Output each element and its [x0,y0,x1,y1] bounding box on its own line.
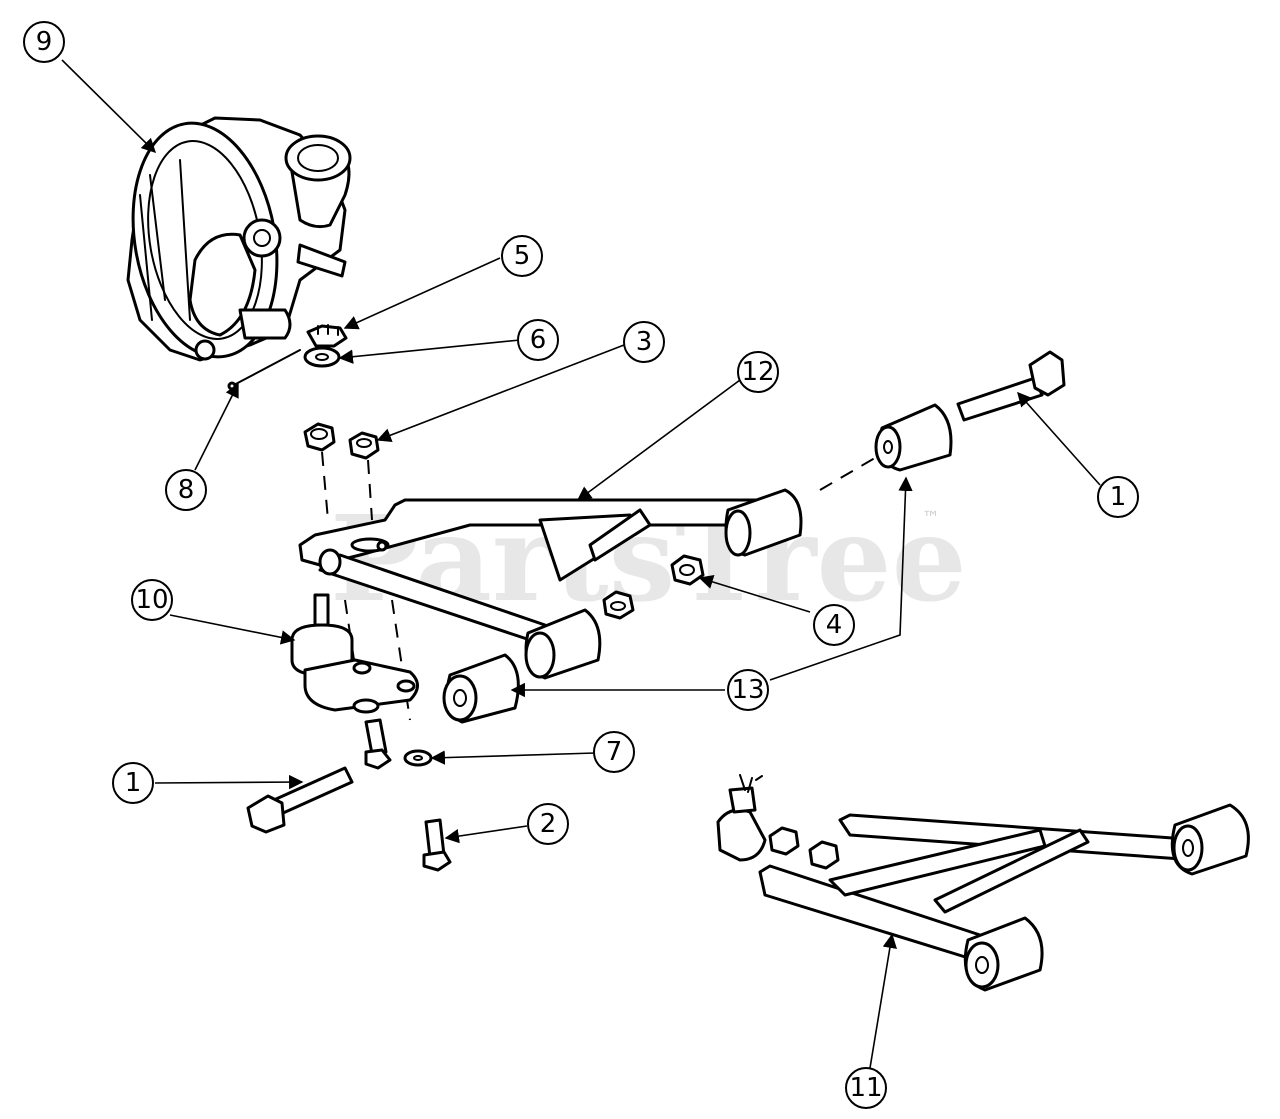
cotter-pin[interactable] [227,349,301,391]
leader-2 [444,825,528,844]
callout-8[interactable]: 8 [165,469,207,511]
callout-4[interactable]: 4 [813,604,855,646]
upper-a-arm[interactable] [298,498,762,642]
leader-3 [376,344,625,443]
steering-knuckle-hub[interactable] [116,112,352,369]
callout-11[interactable]: 11 [845,1067,887,1109]
callout-8-label: 8 [178,475,195,505]
callout-1-lower[interactable]: 1 [112,762,154,804]
callout-12[interactable]: 12 [737,351,779,393]
callout-6[interactable]: 6 [517,319,559,361]
bolt-2[interactable] [422,818,452,872]
callout-9[interactable]: 9 [23,21,65,63]
bolt-1-lower[interactable] [246,766,354,834]
callout-10-label: 10 [135,585,168,615]
leader-4 [698,574,811,613]
leader-12 [576,379,741,501]
upper-arm-bushing[interactable] [724,488,803,557]
callout-5-label: 5 [514,241,531,271]
bushing-13-front[interactable] [442,608,602,724]
callout-1-lower-label: 1 [125,768,142,798]
castle-nut[interactable] [306,324,348,348]
callout-4-label: 4 [826,610,843,640]
leader-13-rear [769,476,913,681]
leader-1-lower [154,774,304,790]
leader-11 [869,933,897,1069]
callout-11-label: 11 [849,1073,882,1103]
callout-1-upper-label: 1 [1110,482,1127,512]
callout-13[interactable]: 13 [727,669,769,711]
callout-1-upper[interactable]: 1 [1097,476,1139,518]
callout-10[interactable]: 10 [131,579,173,621]
callout-12-label: 12 [741,357,774,387]
leader-7 [430,750,596,765]
leader-9 [61,59,157,154]
lock-nut-3[interactable] [303,422,380,460]
leader-1-upper [1017,391,1101,486]
callout-9-label: 9 [36,27,53,57]
callout-7[interactable]: 7 [593,731,635,773]
callout-3-label: 3 [636,327,653,357]
lower-a-arm[interactable] [716,774,1250,992]
ball-joint[interactable] [290,593,419,712]
callout-3[interactable]: 3 [623,321,665,363]
washer-6[interactable] [303,346,341,368]
callout-13-label: 13 [731,675,764,705]
leader-8 [194,382,239,471]
bolt-1-upper[interactable] [956,350,1066,422]
leader-10 [169,614,296,645]
leader-6 [338,339,521,364]
bolt-short[interactable] [364,718,392,770]
callout-2-label: 2 [540,809,557,839]
lock-nut-4[interactable] [602,554,705,620]
rear-bushing-13[interactable] [874,403,953,472]
callout-2[interactable]: 2 [527,803,569,845]
callout-6-label: 6 [530,325,547,355]
callout-5[interactable]: 5 [501,235,543,277]
washer-under-ball-joint[interactable] [352,698,380,714]
washer-7[interactable] [403,749,433,767]
watermark-trademark: ™ [922,508,940,529]
callout-7-label: 7 [606,737,623,767]
leader-lines [61,59,1101,1069]
leader-5 [343,257,501,330]
